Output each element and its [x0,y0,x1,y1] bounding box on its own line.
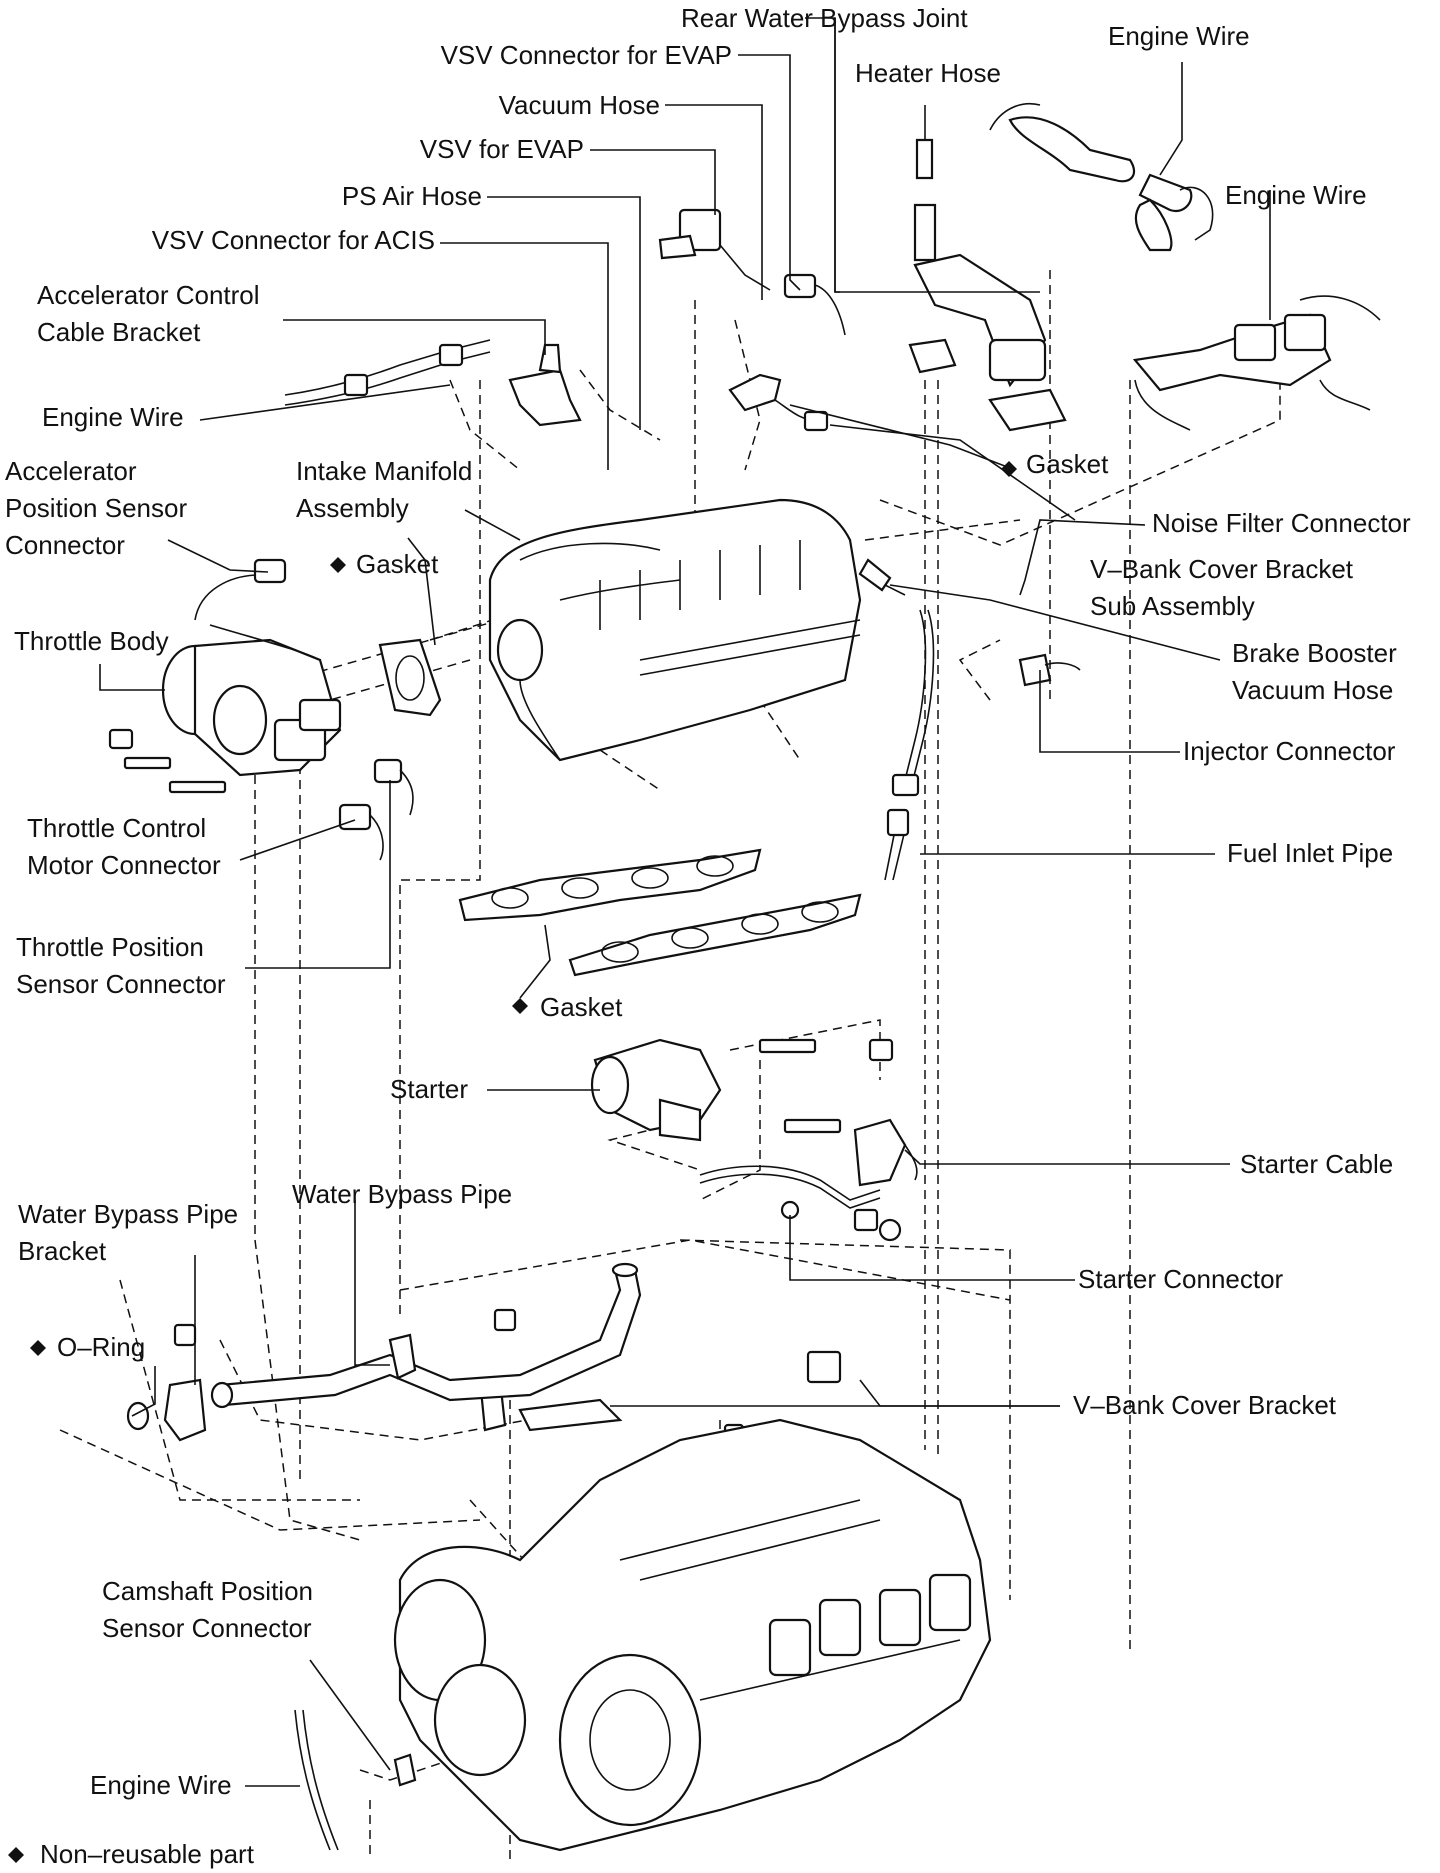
bolts [108,728,902,1445]
label-throttle-position-sensor-connector: Throttle Position Sensor Connector [16,932,226,999]
camshaft-harness [294,1709,417,1851]
label-water-bypass-pipe-bracket: Water Bypass Pipe Bracket [18,1199,239,1266]
label-accelerator-position-sensor-connector: Accelerator Position Sensor Connector [5,456,188,560]
label-vbank-cover-bracket-sub-assembly: V–Bank Cover Bracket Sub Assembly [1090,554,1354,621]
leader-lines [99,17,1271,1787]
label-ps-air-hose: PS Air Hose [341,181,482,211]
label-intake-manifold-assembly: Intake Manifold Assembly [296,456,473,523]
diamond-icon [8,1847,24,1863]
label-engine-wire-bottom: Engine Wire [90,1770,232,1800]
label-gasket-top: Gasket [1026,449,1109,479]
diamond-icon [512,998,528,1014]
label-vsv-connector-acis: VSV Connector for ACIS [151,225,435,255]
legend-non-reusable-part: Non–reusable part [40,1839,254,1869]
label-o-ring: O–Ring [57,1332,146,1362]
label-camshaft-position-sensor-connector: Camshaft Position Sensor Connector [102,1576,313,1643]
water-bypass-pipe-part [210,1262,642,1409]
bypass-bracket-part [126,1378,207,1442]
label-starter-cable: Starter Cable [1240,1149,1394,1179]
label-vbank-cover-bracket: V–Bank Cover Bracket [1073,1390,1337,1420]
label-vacuum-hose: Vacuum Hose [498,90,660,120]
throttle-connectors [338,758,414,861]
throttle-body [161,638,342,777]
rear-water-bypass-joint [908,138,1067,432]
brake-booster-hose [858,558,1081,687]
label-noise-filter-connector: Noise Filter Connector [1152,508,1411,538]
engine-wire-left-harness [284,339,491,406]
engine-block [393,1418,992,1852]
label-gasket-throttle: Gasket [356,549,439,579]
accelerator-cable-bracket [508,343,582,427]
engine-wire-right-harness [1132,295,1381,431]
fuel-inlet-pipe [884,609,935,881]
manifold-gaskets [458,848,862,977]
label-accelerator-control-cable-bracket: Accelerator Control Cable Bracket [37,280,260,347]
engine-wire-top-harness [989,103,1214,252]
label-injector-connector: Injector Connector [1183,736,1396,766]
non-reusable-markers [8,461,1017,1863]
label-engine-wire-right: Engine Wire [1225,180,1367,210]
label-engine-wire-top-right: Engine Wire [1108,21,1250,51]
vsv-evap [658,208,846,336]
label-heater-hose: Heater Hose [855,58,1001,88]
label-water-bypass-pipe: Water Bypass Pipe [292,1179,513,1209]
label-engine-wire-left: Engine Wire [42,402,184,432]
label-fuel-inlet-pipe: Fuel Inlet Pipe [1227,838,1394,868]
diamond-icon [330,557,346,573]
intake-manifold [488,498,862,762]
label-gasket-manifold: Gasket [540,992,623,1022]
label-throttle-control-motor-connector: Throttle Control Motor Connector [27,813,221,880]
label-rear-water-bypass-joint: Rear Water Bypass Joint [681,3,968,33]
label-throttle-body: Throttle Body [14,626,169,656]
aps-harness [194,558,321,661]
label-vsv-connector-evap: VSV Connector for EVAP [440,40,732,70]
diamond-icon [30,1340,46,1356]
diamond-icon [1001,461,1017,477]
starter-motor [590,1038,722,1142]
label-starter: Starter [390,1074,469,1104]
label-starter-connector: Starter Connector [1078,1264,1284,1294]
starter-cable [699,1118,918,1220]
label-brake-booster-vacuum-hose: Brake Booster Vacuum Hose [1232,638,1397,705]
noise-filter-bracket [728,373,829,432]
label-vsv-evap: VSV for EVAP [419,134,584,164]
gasket-throttle [378,638,442,717]
